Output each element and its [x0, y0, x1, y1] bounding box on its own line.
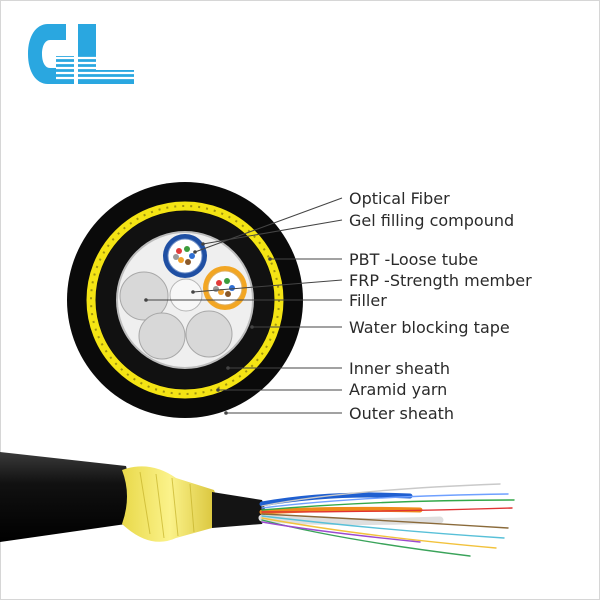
loose-tubes-and-fibers: [258, 483, 515, 557]
filler-bottom-right: [185, 310, 233, 358]
filler-left: [119, 271, 169, 321]
label-inner-sheath: Inner sheath: [349, 359, 451, 378]
cable-cross-section: [67, 182, 343, 418]
optical-fibers-blue: [173, 246, 195, 265]
label-optical-fiber: Optical Fiber: [349, 189, 450, 208]
label-filler: Filler: [349, 291, 387, 310]
label-outer-sheath: Outer sheath: [349, 404, 455, 423]
frp-strength-member: [169, 278, 203, 312]
gl-logo-icon: [28, 24, 136, 84]
label-pbt-loose-tube: PBT -Loose tube: [349, 250, 479, 269]
aramid-yarn: [122, 466, 218, 542]
outer-sheath: [0, 452, 130, 542]
label-frp-strength-member: FRP -Strength member: [349, 271, 532, 290]
leader-lines: [146, 197, 343, 414]
label-gel-filling-compound: Gel filling compound: [349, 211, 515, 230]
filler-bottom-left: [138, 312, 186, 360]
cable-illustration: [0, 452, 515, 557]
label-water-blocking-tape: Water blocking tape: [349, 318, 510, 337]
inner-sheath-segment: [212, 492, 265, 528]
label-aramid-yarn: Aramid yarn: [349, 380, 448, 399]
